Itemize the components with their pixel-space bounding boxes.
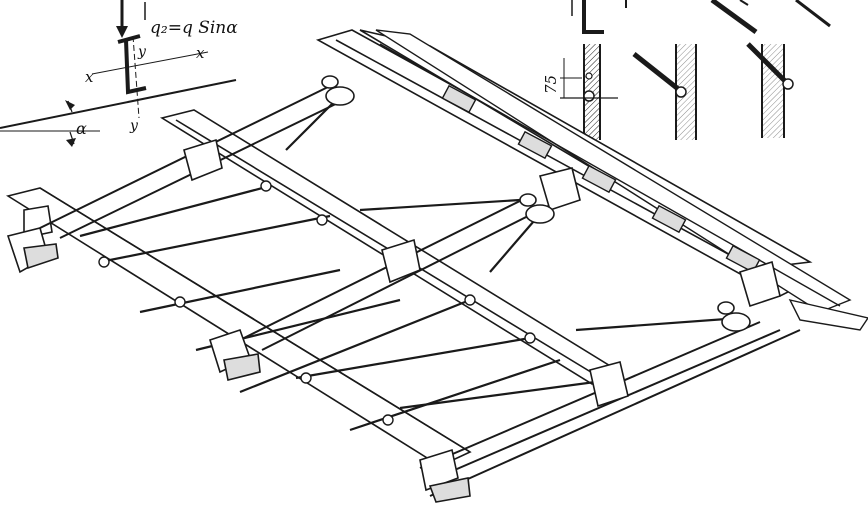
load-formula: q₂=q Sinα [150,18,238,38]
bolt-icon [316,214,328,226]
axis-x-right: x [196,44,205,62]
angle-label: α [76,119,87,138]
load-arrow-icon [116,26,128,38]
y-axis-line [132,35,140,119]
x-axis-line [91,51,209,75]
bolt-icon [98,256,110,268]
bolt-icon [382,414,394,426]
axis-y-bottom: y [129,118,139,134]
slope-line [0,79,237,129]
ridge-covering [375,29,868,331]
connection-details [560,0,831,140]
bolt-icon [300,372,312,384]
bolt-icon [260,180,272,192]
cleats [6,138,781,503]
section-inset [0,0,237,147]
tie-rods [79,95,741,432]
bolt-icon [464,294,476,306]
bolt-icon [174,296,186,308]
bolts [98,180,536,426]
bolt-icon [524,332,536,344]
axis-y-top: y [137,44,147,60]
axis-x-left: x [85,68,94,86]
ridge-clips [321,75,751,332]
dimension-label: 75 [542,75,560,94]
